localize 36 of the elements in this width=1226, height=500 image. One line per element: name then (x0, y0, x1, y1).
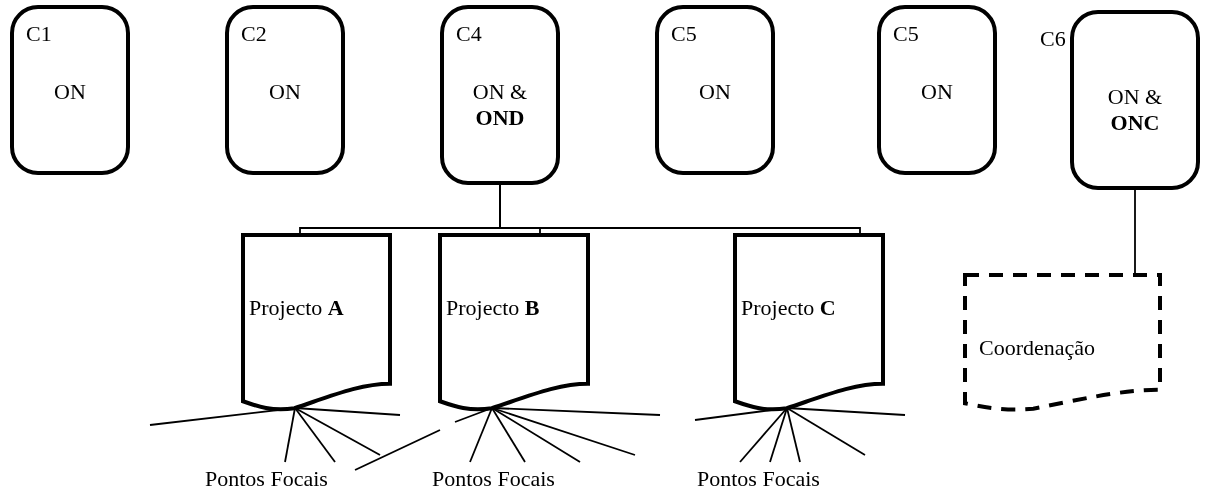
rounded-box (225, 5, 345, 175)
connector-line (769, 407, 788, 463)
rounded-box (10, 5, 130, 175)
box-label: ON (268, 79, 302, 105)
connector-line (491, 407, 581, 463)
connector-line (294, 407, 336, 463)
connector-line (469, 407, 493, 463)
connector-line (786, 407, 866, 456)
box-label: ON & OND (471, 79, 529, 131)
box-heading: C1 (26, 23, 52, 45)
box-label: ON & ONC (1106, 84, 1164, 136)
box-heading: C4 (456, 23, 482, 45)
document-label: Projecto C (741, 297, 836, 319)
box-heading: C5 (893, 23, 919, 45)
box-label: ON (698, 79, 732, 105)
box-label: ON (920, 79, 954, 105)
box-heading: C6 (1040, 28, 1066, 50)
connector-line (786, 407, 801, 463)
box-heading: C5 (671, 23, 697, 45)
node-text: Pontos Focais (432, 468, 555, 490)
connector-line (499, 184, 861, 236)
document-label: Coordenação (979, 337, 1096, 359)
connector-line (354, 429, 441, 471)
rounded-box (440, 5, 560, 185)
connector-line (491, 407, 526, 463)
document-label: Projecto A (249, 297, 344, 319)
rounded-box (655, 5, 775, 175)
connector-line (294, 407, 381, 456)
document-label: Projecto B (446, 297, 540, 319)
box-label: ON (53, 79, 87, 105)
connector-line (284, 407, 296, 463)
node-text: Pontos Focais (205, 468, 328, 490)
rounded-box (877, 5, 997, 175)
box-heading: C2 (241, 23, 267, 45)
node-text: Pontos Focais (697, 468, 820, 490)
connector-line (1134, 189, 1136, 276)
